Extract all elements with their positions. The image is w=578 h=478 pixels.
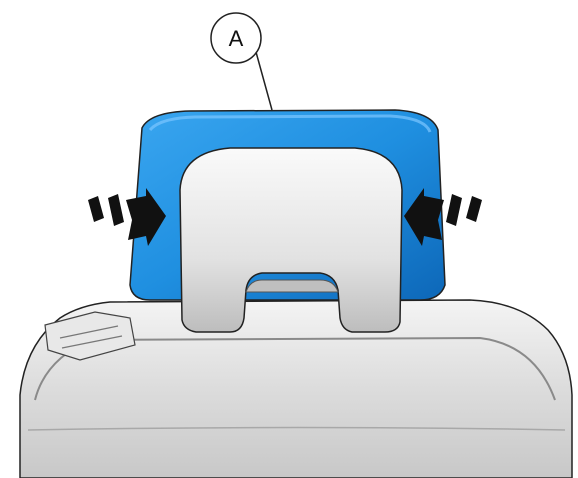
- blue-cover-highlight: [148, 114, 432, 133]
- callout-label: A: [229, 26, 244, 51]
- callout-circle: [210, 12, 262, 64]
- press-left-arrow-icon: [404, 188, 482, 246]
- callout-leader: [255, 51, 273, 111]
- seat-base-inner-line: [27, 426, 566, 431]
- seat-base-rim: [34, 336, 556, 401]
- press-right-arrow-icon: [88, 188, 166, 246]
- seat-base: [19, 299, 573, 478]
- bracket-slot: [245, 279, 339, 293]
- headrest-bracket: [179, 147, 403, 333]
- seat-latch: [44, 311, 136, 361]
